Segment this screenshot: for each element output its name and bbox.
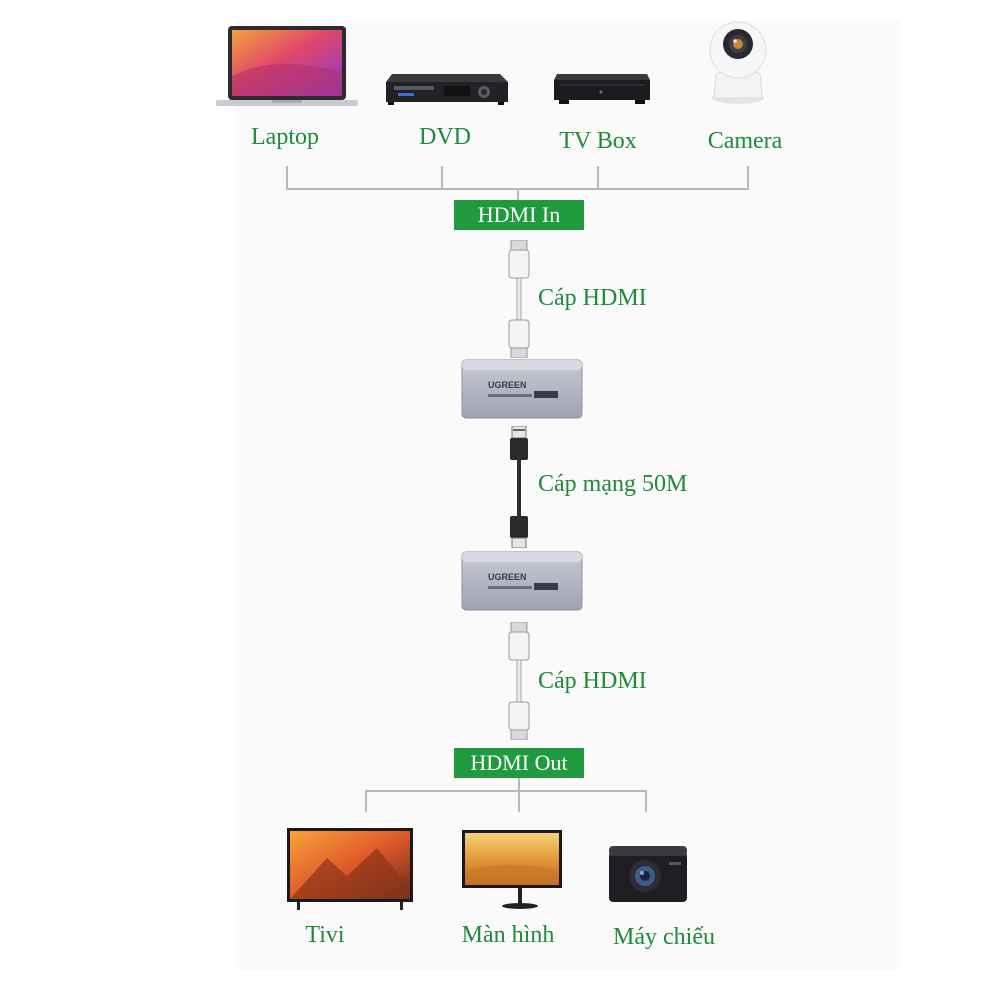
tivi-label: Tivi xyxy=(305,922,345,948)
extender-receiver-icon: UGREEN xyxy=(460,550,584,614)
brand-text-2: UGREEN xyxy=(488,572,527,582)
output-bracket-line xyxy=(365,790,647,792)
input-bracket-line xyxy=(286,188,749,190)
hdmi-cable-top-icon xyxy=(505,240,533,358)
laptop-icon xyxy=(216,24,358,108)
monitor-icon xyxy=(462,830,562,910)
network-cable-icon xyxy=(507,426,531,548)
input-tick-camera xyxy=(747,166,749,190)
cable-hdmi-bottom-label: Cáp HDMI xyxy=(538,668,647,694)
input-stem xyxy=(517,190,519,200)
hdmi-cable-bottom-icon xyxy=(505,622,533,740)
dvd-label: DVD xyxy=(419,124,471,150)
output-stem xyxy=(518,778,520,792)
output-tick-monitor xyxy=(518,790,520,812)
input-tick-tvbox xyxy=(597,166,599,190)
projector-label: Máy chiếu xyxy=(613,924,715,950)
cable-hdmi-top-label: Cáp HDMI xyxy=(538,285,647,311)
input-tick-laptop xyxy=(286,166,288,190)
extender-transmitter-icon: UGREEN xyxy=(460,358,584,422)
cable-network-label: Cáp mạng 50M xyxy=(538,471,688,497)
camera-icon xyxy=(706,18,770,106)
brand-text-1: UGREEN xyxy=(488,380,527,390)
output-tick-tivi xyxy=(365,790,367,812)
tv-icon xyxy=(287,828,413,910)
input-tick-dvd xyxy=(441,166,443,190)
hdmi-out-badge: HDMI Out xyxy=(454,748,584,778)
diagram-background xyxy=(236,20,900,970)
hdmi-in-badge: HDMI In xyxy=(454,200,584,230)
output-tick-projector xyxy=(645,790,647,812)
tv-box-icon xyxy=(553,72,651,106)
camera-label: Camera xyxy=(707,128,783,154)
projector-icon xyxy=(607,842,689,904)
monitor-label: Màn hình xyxy=(461,922,555,948)
dvd-player-icon xyxy=(384,72,508,106)
tv-box-label: TV Box xyxy=(559,128,637,154)
laptop-label: Laptop xyxy=(251,124,319,150)
